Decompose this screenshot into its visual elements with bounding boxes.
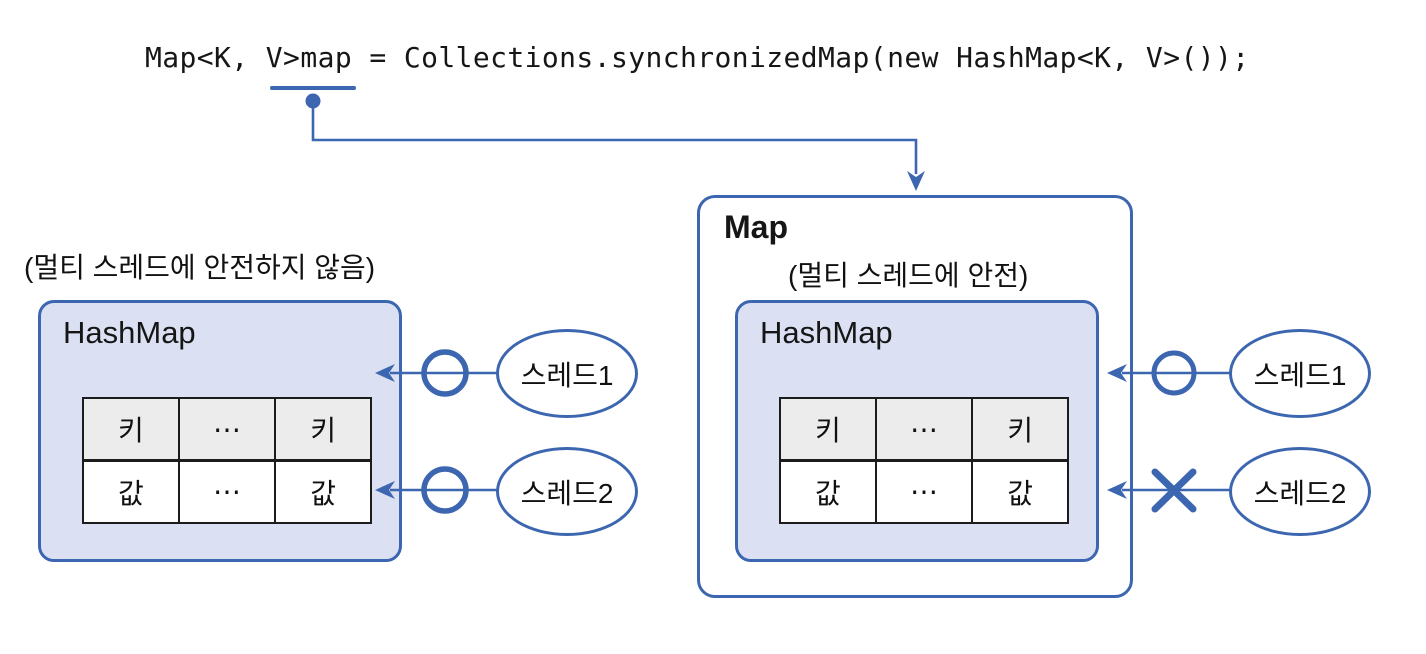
right-hashmap-box: HashMap 키 ⋯ 키 값 ⋯ 값 <box>735 300 1099 562</box>
thread-label: 스레드2 <box>520 477 614 509</box>
code-statement: Map<K, V>map = Collections.synchronizedM… <box>145 41 1250 74</box>
access-allowed-icon <box>421 349 469 397</box>
table-cell-value: 값 <box>84 461 178 522</box>
access-blocked-icon <box>1151 468 1197 513</box>
right-panel-caption: (멀티 스레드에 안전) <box>788 260 1029 291</box>
left-thread2-ellipse: 스레드2 <box>496 447 638 536</box>
map-box: Map (멀티 스레드에 안전) HashMap 키 ⋯ 키 값 ⋯ 값 <box>697 195 1133 598</box>
map-token-underline <box>270 86 356 90</box>
right-hashmap-title: HashMap <box>760 315 893 350</box>
table-cell-ellipsis: ⋯ <box>877 461 971 522</box>
right-thread2-ellipse: 스레드2 <box>1229 447 1371 536</box>
access-allowed-icon <box>421 466 469 514</box>
table-cell-key: 키 <box>781 399 875 460</box>
table-cell-key: 키 <box>973 399 1067 460</box>
table-cell-value: 값 <box>781 461 875 522</box>
map-title: Map <box>724 209 788 245</box>
table-cell-key: 키 <box>84 399 178 460</box>
table-cell-ellipsis: ⋯ <box>180 399 274 460</box>
right-key-value-table: 키 ⋯ 키 값 ⋯ 값 <box>779 397 1069 524</box>
thread-label: 스레드2 <box>1253 477 1347 509</box>
table-cell-value: 값 <box>276 461 370 522</box>
thread-label: 스레드1 <box>1253 359 1347 391</box>
right-thread1-ellipse: 스레드1 <box>1229 329 1371 418</box>
table-cell-ellipsis: ⋯ <box>180 461 274 522</box>
map-reference-connector <box>305 93 925 191</box>
access-allowed-icon <box>1151 350 1197 396</box>
thread-label: 스레드1 <box>520 359 614 391</box>
arrowhead-down-icon <box>907 171 925 191</box>
table-cell-key: 키 <box>276 399 370 460</box>
left-hashmap-title: HashMap <box>63 315 196 350</box>
left-key-value-table: 키 ⋯ 키 값 ⋯ 값 <box>82 397 372 524</box>
left-thread1-ellipse: 스레드1 <box>496 329 638 418</box>
map-variable-dot <box>305 93 321 109</box>
table-cell-value: 값 <box>973 461 1067 522</box>
left-panel-caption: (멀티 스레드에 안전하지 않음) <box>24 252 376 283</box>
left-hashmap-box: HashMap 키 ⋯ 키 값 ⋯ 값 <box>38 300 402 562</box>
table-cell-ellipsis: ⋯ <box>877 399 971 460</box>
